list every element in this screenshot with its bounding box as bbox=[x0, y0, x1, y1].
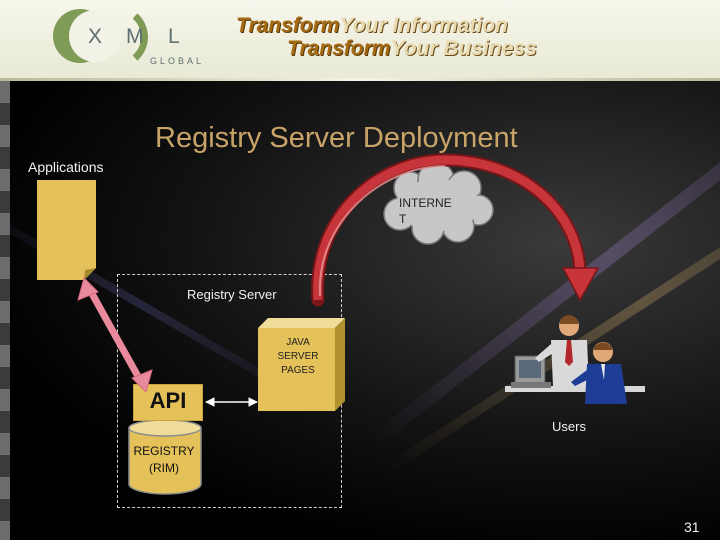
internet-label: INTERNE T bbox=[399, 195, 469, 227]
registry-label-line: REGISTRY bbox=[133, 444, 195, 458]
jsp-label-line: JAVA bbox=[286, 337, 310, 348]
jsp-label-line: PAGES bbox=[281, 365, 315, 376]
users-at-computer-illustration bbox=[505, 315, 645, 404]
left-accent-bar bbox=[0, 81, 10, 540]
users-label: Users bbox=[552, 419, 586, 434]
logo-letter-m: M bbox=[126, 25, 145, 48]
java-server-pages-label: JAVA SERVER PAGES bbox=[262, 336, 334, 378]
tagline-emphasis: Transform bbox=[236, 14, 340, 37]
header-bar: X M L GLOBAL TransformYour Information T… bbox=[0, 0, 720, 78]
xml-global-logo: X M L GLOBAL bbox=[40, 6, 220, 70]
slide-title: Registry Server Deployment bbox=[155, 122, 518, 154]
java-server-pages-box bbox=[258, 318, 345, 411]
registry-server-label: Registry Server bbox=[187, 287, 277, 302]
logo-global-text: GLOBAL bbox=[150, 56, 205, 66]
applications-box bbox=[37, 180, 96, 280]
header-divider bbox=[0, 78, 720, 81]
jsp-label-line: SERVER bbox=[277, 351, 319, 362]
tagline-line-1: TransformYour Information bbox=[236, 14, 508, 38]
logo-letter-l: L bbox=[168, 25, 181, 48]
applications-label: Applications bbox=[28, 159, 104, 175]
tagline-rest: Your Business bbox=[390, 37, 537, 60]
internet-label-line: T bbox=[399, 212, 407, 226]
tagline-emphasis: Transform bbox=[287, 37, 391, 60]
tagline-rest: Your Information bbox=[339, 14, 508, 37]
logo-letter-x: X bbox=[88, 25, 104, 48]
registry-label: REGISTRY (RIM) bbox=[128, 443, 200, 477]
api-label: API bbox=[149, 388, 187, 413]
internet-label-line: INTERNE bbox=[399, 196, 452, 210]
page-number: 31 bbox=[684, 519, 700, 535]
registry-label-line: (RIM) bbox=[149, 461, 179, 475]
tagline-line-2: TransformYour Business bbox=[287, 37, 537, 61]
